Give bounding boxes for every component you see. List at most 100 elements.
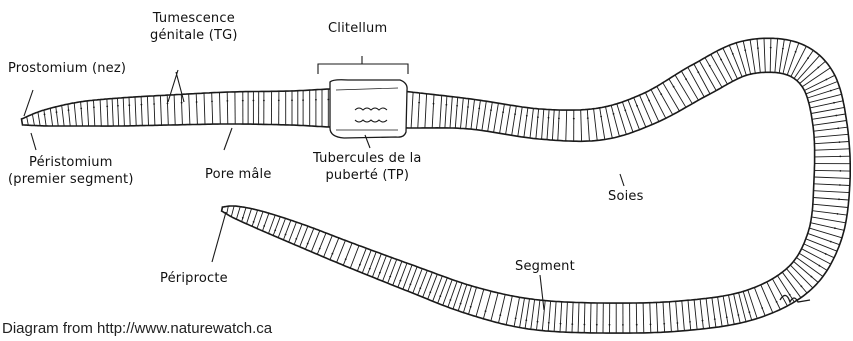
segment-ring xyxy=(189,94,190,125)
seta-dot xyxy=(345,258,347,260)
seta-dot xyxy=(537,116,539,118)
seta-dot xyxy=(478,108,480,110)
segment-ring xyxy=(676,301,678,331)
seta-dot xyxy=(211,101,213,103)
seta-dot xyxy=(560,323,562,325)
segment-ring xyxy=(38,112,40,126)
tumescence-label: Tumescence génitale (TG) xyxy=(150,10,238,44)
segment-ring xyxy=(317,233,326,254)
seta-dot xyxy=(726,316,728,318)
segment-ring xyxy=(650,303,651,333)
segment-ring xyxy=(802,249,831,264)
seta-dot xyxy=(418,102,420,104)
segment-ring xyxy=(813,198,849,201)
segment-ring xyxy=(50,108,52,126)
segment-ring xyxy=(770,38,771,72)
seta-dot xyxy=(709,65,711,67)
segment-ring xyxy=(129,97,130,126)
segment-ring xyxy=(718,297,723,327)
segment-ring xyxy=(204,93,205,124)
segment-ring xyxy=(418,271,428,296)
segment-ring xyxy=(757,39,760,73)
segment-ring xyxy=(453,283,462,309)
segment-ring xyxy=(311,231,320,252)
source-caption: Diagram from http://www.naturewatch.ca xyxy=(2,320,272,337)
seta-dot xyxy=(93,106,95,108)
seta-dot xyxy=(830,90,832,92)
seta-dot xyxy=(499,314,501,316)
segment-ring xyxy=(289,222,297,242)
segment-ring xyxy=(812,211,847,215)
segment-ring xyxy=(611,105,619,136)
segment-ring xyxy=(808,233,840,244)
seta-dot xyxy=(291,99,293,101)
segment-ring xyxy=(269,215,276,233)
segment-ring xyxy=(663,83,680,111)
segment-ring xyxy=(403,265,412,289)
segment-ring xyxy=(584,303,585,333)
segment-ring xyxy=(525,299,529,329)
clitellum-label: Clitellum xyxy=(328,20,387,37)
segment-ring xyxy=(811,107,844,113)
seta-dot xyxy=(817,67,819,69)
segment-ring xyxy=(443,280,452,306)
segment-ring xyxy=(247,209,252,224)
segment-ring xyxy=(531,300,535,330)
segment-ring xyxy=(705,58,722,88)
segment-ring xyxy=(135,97,136,126)
segment-ring xyxy=(779,39,784,73)
segment-label: Segment xyxy=(515,258,575,275)
segment-ring xyxy=(711,54,728,84)
segment-ring xyxy=(548,301,550,331)
segment-ring xyxy=(558,110,560,140)
segment-ring xyxy=(476,100,480,129)
segment-ring xyxy=(682,301,685,331)
seta-dot xyxy=(840,170,842,172)
seta-dot xyxy=(439,295,441,297)
segment-ring xyxy=(814,127,848,131)
segment-ring xyxy=(675,75,692,104)
segment-ring xyxy=(815,156,850,157)
segment-ring xyxy=(440,95,442,128)
segment-ring xyxy=(418,93,420,128)
segment-ring xyxy=(723,296,728,325)
seta-dot xyxy=(732,53,734,55)
seta-dot xyxy=(80,108,82,110)
seta-dot xyxy=(548,322,550,324)
seta-dot xyxy=(106,106,108,108)
segment-ring xyxy=(44,110,46,126)
segment-ring xyxy=(699,61,716,91)
segment-ring xyxy=(657,86,673,114)
seta-dot xyxy=(253,221,255,223)
segment-ring xyxy=(734,294,741,323)
seta-dot xyxy=(548,117,550,119)
seta-dot xyxy=(720,59,722,61)
seta-dot xyxy=(830,241,832,243)
seta-dot xyxy=(776,301,778,303)
segment-ring xyxy=(640,95,653,124)
segment-ring xyxy=(305,228,313,249)
segment-ring xyxy=(587,109,589,141)
seta-dot xyxy=(660,93,662,95)
seta-dot xyxy=(624,109,626,111)
seta-dot xyxy=(770,47,772,49)
segment-ring xyxy=(606,107,613,138)
segment-ring xyxy=(94,100,95,126)
segment-ring xyxy=(174,95,175,125)
segment-ring xyxy=(804,244,834,258)
segment-ring xyxy=(572,302,573,332)
segment-ring xyxy=(806,239,837,251)
segment-ring xyxy=(814,134,848,137)
segment-ring xyxy=(438,278,448,303)
seta-dot xyxy=(761,307,763,309)
segment-ring xyxy=(799,253,827,270)
seta-dot xyxy=(315,99,317,101)
seta-dot xyxy=(502,111,504,113)
segment-ring xyxy=(512,106,517,135)
seta-dot xyxy=(738,314,740,316)
segment-ring xyxy=(663,302,665,332)
segment-ring xyxy=(483,291,491,319)
segment-ring xyxy=(428,274,438,299)
seta-dot xyxy=(789,294,791,296)
seta-dot xyxy=(837,127,839,129)
